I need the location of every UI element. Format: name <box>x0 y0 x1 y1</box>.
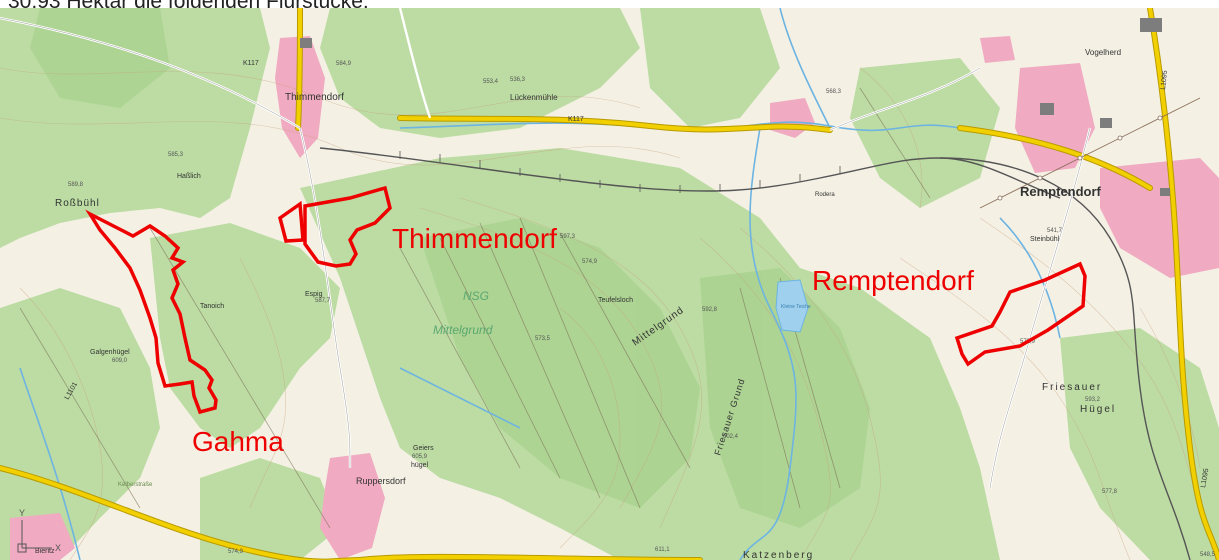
minor-roads-edge <box>0 17 1091 489</box>
spot-height: 605,9 <box>412 454 428 460</box>
spot-height: 597,3 <box>560 234 576 240</box>
topographic-map[interactable]: Thimmendorf Remptendorf Roßbühl Haßlich … <box>0 8 1219 560</box>
label-teufelsloch: Teufelsloch <box>598 297 633 304</box>
label-geiers-huegel: hügel <box>411 462 429 469</box>
spot-height: 602,4 <box>723 434 739 440</box>
label-friesauer: Friesauer <box>1042 382 1102 393</box>
spot-height: 585,3 <box>168 152 184 158</box>
parcel-gahma-outline[interactable] <box>85 209 218 415</box>
power-line <box>979 97 1201 209</box>
spot-height: 568,3 <box>826 89 842 95</box>
label-remptendorf-village: Remptendorf <box>1020 184 1102 199</box>
label-rodera: Rodera <box>815 192 835 198</box>
label-road-l1095-b: L1095 <box>1200 468 1210 488</box>
railway <box>319 147 1191 560</box>
axis-label-x: X <box>55 543 61 553</box>
parcel-label-thimmendorf: Thimmendorf <box>392 223 557 254</box>
railway-ticks <box>399 151 841 193</box>
spot-height: 574,9 <box>228 549 244 555</box>
parcel-remptendorf-outline[interactable] <box>954 261 1087 367</box>
buildings <box>300 18 1170 196</box>
label-rossbuehl: Roßbühl <box>55 198 100 209</box>
forest-tracks <box>19 87 931 529</box>
label-katzenberg: Katzenberg <box>743 550 814 560</box>
label-geiers: Geiers <box>413 445 434 452</box>
roads <box>0 8 1219 560</box>
axis-label-y: Y <box>19 508 25 518</box>
label-nsg: NSG <box>463 289 489 303</box>
label-espig: Espig <box>305 291 323 298</box>
label-mittelgrund-nsg: Mittelgrund <box>433 323 493 337</box>
label-thimmendorf-village: Thimmendorf <box>285 92 344 103</box>
label-bieritz: Bieritz <box>35 548 55 555</box>
label-pond: Kleine Teiche <box>781 304 811 310</box>
label-steinbuehl: Steinbühl <box>1030 236 1060 243</box>
label-tanoich: Tanoich <box>200 303 224 310</box>
label-vogelherd: Vogelherd <box>1085 48 1121 57</box>
pond <box>775 279 809 333</box>
spot-height: 609,0 <box>112 358 128 364</box>
spot-height: 577,8 <box>1102 489 1118 495</box>
parcel-label-gahma: Gahma <box>192 426 284 457</box>
label-luckenmuehle: Lückenmühle <box>510 93 558 102</box>
spot-height: 592,8 <box>702 307 718 313</box>
spot-height: 584,9 <box>336 61 352 67</box>
label-hasslich: Haßlich <box>177 173 201 180</box>
label-road-k117-a: K117 <box>243 60 259 67</box>
spot-height: 573,5 <box>535 336 551 342</box>
axis-indicator: Y X <box>17 508 61 553</box>
label-ruppersdorf: Ruppersdorf <box>356 476 406 486</box>
parcel-labels: Thimmendorf Remptendorf Gahma <box>192 223 974 457</box>
parcel-outlines[interactable] <box>85 185 1087 415</box>
parcel-label-remptendorf: Remptendorf <box>812 265 974 296</box>
spot-height: 548,5 <box>1200 552 1216 558</box>
spot-height: 587,7 <box>315 298 331 304</box>
spot-height: 593,2 <box>1085 397 1101 403</box>
parcel-thimmendorf-outline-small[interactable] <box>277 200 305 243</box>
spot-height: 553,4 <box>483 79 499 85</box>
spot-height: 536,3 <box>510 77 526 83</box>
spot-height: 541,7 <box>1047 228 1063 234</box>
label-galgenhuegel: Galgenhügel <box>90 349 130 356</box>
label-road-k117-b: K117 <box>568 116 584 123</box>
parcel-thimmendorf-outline[interactable] <box>303 185 392 268</box>
settlements <box>10 36 1219 560</box>
label-road-l1095: L1095 <box>1160 70 1169 90</box>
label-road-kb: Kelberstraße <box>118 482 153 488</box>
spot-height: 574,9 <box>582 259 598 265</box>
spot-height: 611,1 <box>655 547 670 553</box>
label-huegel: Hügel <box>1080 404 1116 415</box>
spot-height: 589,8 <box>68 182 84 188</box>
